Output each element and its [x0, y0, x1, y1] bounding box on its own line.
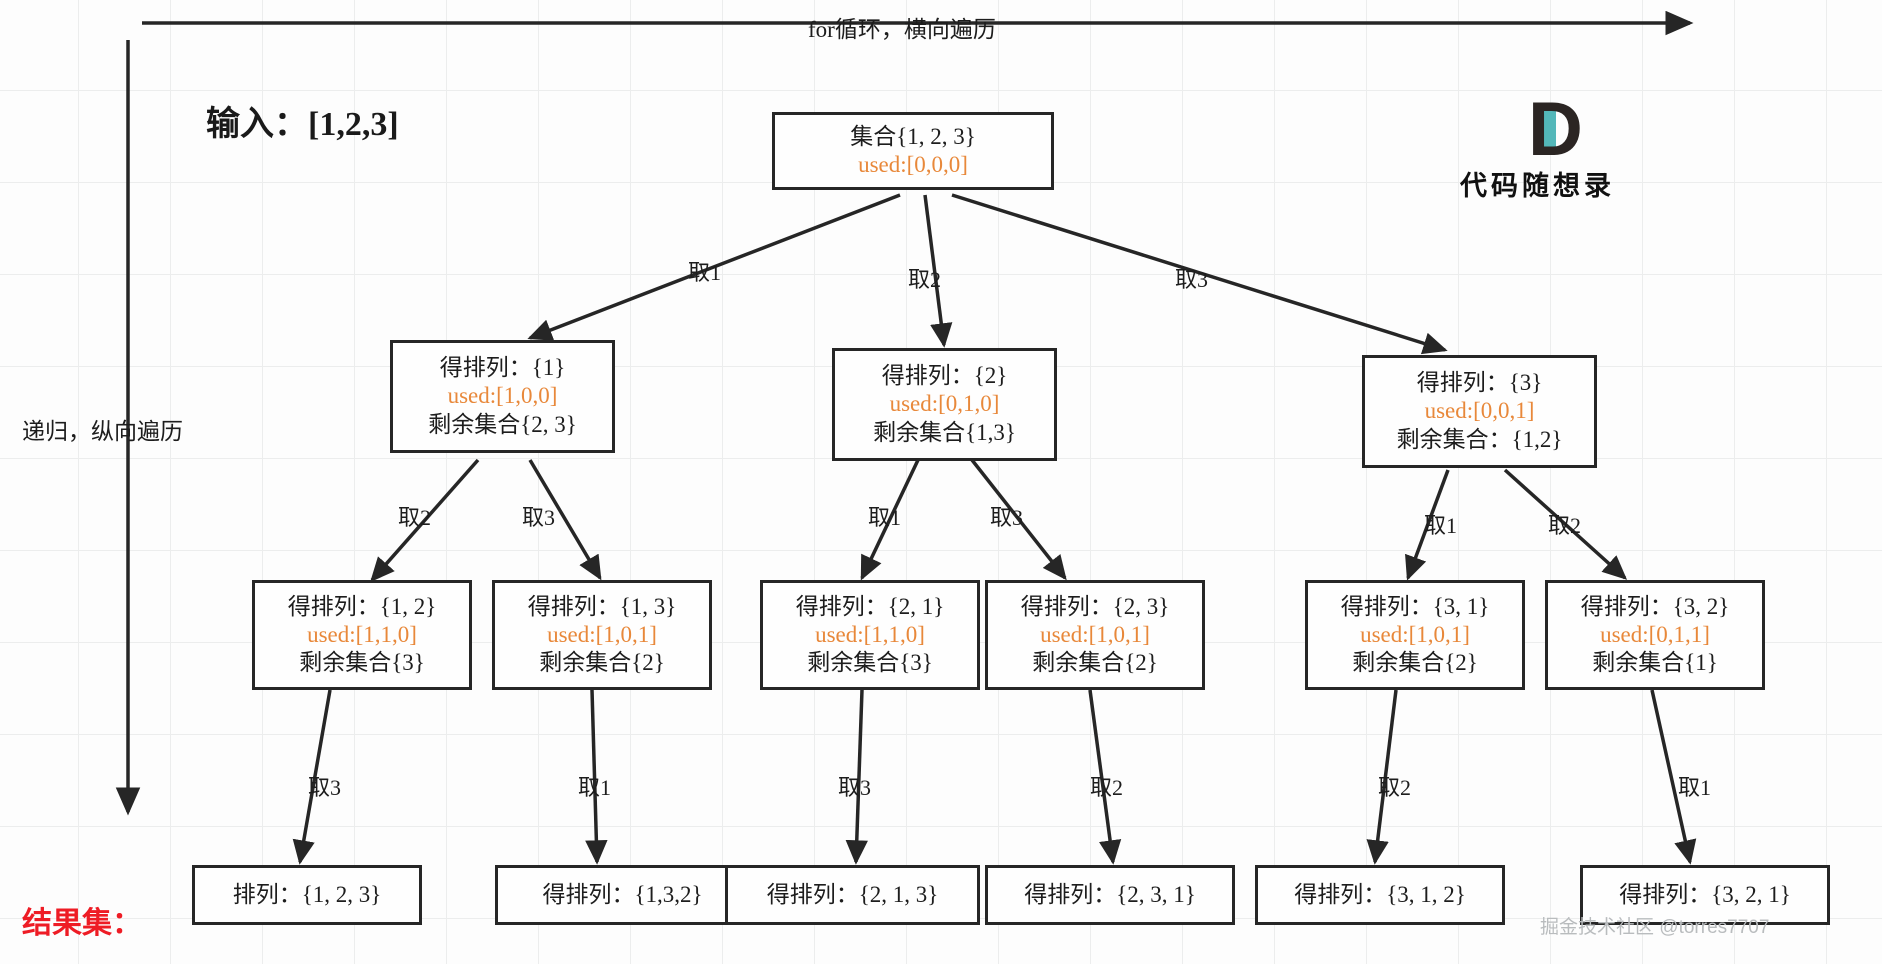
node-used: used:[1,1,0] [307, 621, 417, 647]
node-root: 集合{1, 2, 3} used:[0,0,0] [772, 112, 1054, 190]
edge-root-to-n2 [923, 194, 953, 348]
watermark: 掘金技术社区 @torres7707 [1540, 917, 1770, 938]
edge-label-root-0: 取1 [688, 260, 722, 285]
edge-n1-to-c2 [528, 459, 602, 581]
node-l2-5: 得排列：{3, 2} used:[0,1,1] 剩余集合{1} [1545, 580, 1765, 690]
edge-n1-to-c1 [370, 458, 480, 583]
edge-n3-to-c2 [1503, 468, 1628, 580]
node-used: used:[1,0,1] [1360, 621, 1470, 647]
node-l1-0: 得排列：{1} used:[1,0,0] 剩余集合{2, 3} [390, 340, 615, 453]
edge-label-root-2: 取3 [1175, 267, 1209, 292]
edge-n3-to-c1 [1405, 469, 1450, 581]
node-perm: 得排列：{2, 1} [795, 593, 945, 619]
edge-label-l1-4: 取1 [1424, 513, 1458, 538]
node-l2-4: 得排列：{3, 1} used:[1,0,1] 剩余集合{2} [1305, 580, 1525, 690]
node-l2-2: 得排列：{2, 1} used:[1,1,0] 剩余集合{3} [760, 580, 980, 690]
leaf-text: 得排列：{2, 3, 1} [1024, 881, 1196, 907]
node-used: used:[0,1,1] [1600, 621, 1710, 647]
edge-label-l2-0: 取3 [308, 775, 342, 800]
edge-l2b-to-leaf2 [585, 689, 608, 865]
node-remaining: 剩余集合{2} [1032, 650, 1158, 676]
page-title: 输入：[1,2,3] [206, 106, 399, 143]
brand-name: 代码随想录 [1460, 171, 1615, 202]
leaf-node-4: 得排列：{3, 1, 2} [1255, 865, 1505, 925]
horizontal-axis-label: for循环，横向遍历 [808, 17, 996, 42]
node-perm: 得排列：{3, 1} [1340, 593, 1490, 619]
node-remaining: 剩余集合{3} [807, 650, 933, 676]
node-remaining: 剩余集合{3} [299, 650, 425, 676]
edge-n2-to-c1 [860, 459, 920, 581]
node-used: used:[0,1,0] [889, 391, 1000, 417]
node-remaining: 剩余集合{2} [1352, 650, 1478, 676]
node-remaining: 剩余集合{1,3} [873, 419, 1016, 445]
edge-label-l1-0: 取2 [398, 505, 432, 530]
leaf-node-3: 得排列：{2, 3, 1} [985, 865, 1235, 925]
edge-l2a-to-leaf1 [292, 689, 332, 865]
node-l2-0: 得排列：{1, 2} used:[1,1,0] 剩余集合{3} [252, 580, 472, 690]
leaf-text: 得排列：{1,3,2} [542, 881, 703, 907]
node-l2-3: 得排列：{2, 3} used:[1,0,1] 剩余集合{2} [985, 580, 1205, 690]
result-set-label: 结果集： [22, 907, 142, 940]
leaf-text: 排列：{1, 2, 3} [232, 881, 382, 907]
edge-l2e-to-leaf5 [1366, 689, 1398, 865]
node-remaining: 剩余集合{2} [539, 650, 665, 676]
node-l1-1: 得排列：{2} used:[0,1,0] 剩余集合{1,3} [832, 348, 1057, 461]
node-l1-2: 得排列：{3} used:[0,0,1] 剩余集合：{1,2} [1362, 355, 1597, 468]
vertical-axis-label: 递归，纵向遍历 [22, 419, 183, 444]
edge-l2d-to-leaf4 [1088, 689, 1122, 865]
leaf-node-5: 得排列：{3, 2, 1} [1580, 865, 1830, 925]
edge-label-l1-2: 取1 [868, 505, 902, 530]
edge-label-root-1: 取2 [908, 267, 942, 292]
node-perm: 得排列：{1, 3} [527, 593, 677, 619]
node-remaining: 剩余集合{1} [1592, 650, 1718, 676]
node-perm: 得排列：{1} [439, 355, 566, 381]
leaf-text: 得排列：{2, 1, 3} [766, 881, 939, 907]
node-perm: 得排列：{2} [881, 363, 1008, 389]
logo-accent-bar [1534, 110, 1556, 154]
node-perm: 得排列：{2, 3} [1020, 593, 1170, 619]
node-remaining: 剩余集合{2, 3} [428, 411, 577, 437]
edge-root-to-n1 [527, 193, 901, 341]
node-root-set: 集合{1, 2, 3} [850, 123, 976, 149]
node-remaining: 剩余集合：{1,2} [1396, 426, 1563, 452]
edge-label-l1-5: 取2 [1548, 513, 1582, 538]
node-perm: 得排列：{1, 2} [287, 593, 437, 619]
edge-label-l2-3: 取2 [1090, 775, 1124, 800]
brand-logo: D 代码随想录 [1460, 87, 1678, 203]
edge-label-l1-3: 取3 [990, 505, 1024, 530]
node-used: used:[1,1,0] [815, 621, 925, 647]
node-l2-1: 得排列：{1, 3} used:[1,0,1] 剩余集合{2} [492, 580, 712, 690]
edge-label-l2-5: 取1 [1678, 775, 1712, 800]
edge-label-l2-2: 取3 [838, 775, 872, 800]
leaf-node-0: 排列：{1, 2, 3} [192, 865, 422, 925]
logo-letter-icon: D [1528, 87, 1583, 172]
leaf-node-1: 得排列：{1,3,2} [495, 865, 750, 925]
node-used: used:[1,0,1] [547, 621, 657, 647]
edge-l2c-to-leaf3 [845, 689, 868, 865]
edge-label-l2-4: 取2 [1378, 775, 1412, 800]
leaf-text: 得排列：{3, 2, 1} [1619, 881, 1791, 907]
node-root-used: used:[0,0,0] [858, 152, 968, 177]
edge-label-l1-1: 取3 [522, 505, 556, 530]
leaf-text: 得排列：{3, 1, 2} [1294, 881, 1466, 907]
edge-root-to-n3 [951, 193, 1448, 355]
node-perm: 得排列：{3, 2} [1580, 593, 1730, 619]
node-used: used:[1,0,1] [1040, 621, 1150, 647]
edge-l2f-to-leaf6 [1650, 689, 1697, 865]
edge-label-l2-1: 取1 [578, 775, 612, 800]
node-used: used:[1,0,0] [447, 383, 558, 409]
edge-n2-to-c2 [970, 458, 1067, 581]
leaf-node-2: 得排列：{2, 1, 3} [725, 865, 980, 925]
node-perm: 得排列：{3} [1416, 370, 1543, 396]
node-used: used:[0,0,1] [1424, 398, 1535, 424]
